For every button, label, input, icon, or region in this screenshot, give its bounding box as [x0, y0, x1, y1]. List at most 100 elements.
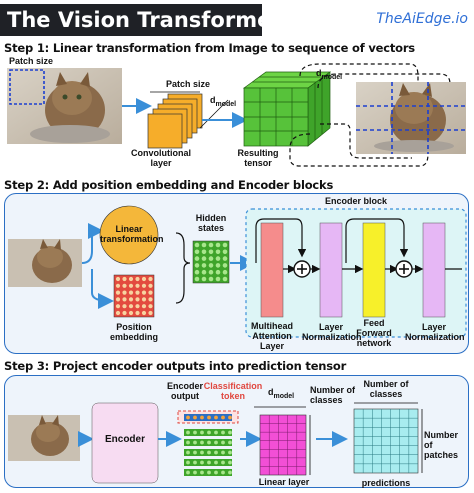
grid-dot — [128, 297, 134, 302]
grid-dot — [141, 310, 147, 316]
grid-dot — [128, 290, 134, 295]
grid-dot — [193, 470, 197, 475]
grid-dot — [122, 310, 127, 316]
grid-dot — [201, 242, 207, 248]
grid-dot — [122, 283, 127, 288]
grid-dot — [115, 276, 121, 282]
grid-dot — [200, 450, 204, 455]
grid-dot — [141, 283, 147, 288]
linear-layer-grid — [259, 414, 307, 476]
grid-dot — [228, 415, 232, 420]
grid-dot — [214, 430, 218, 435]
grid-dot — [186, 430, 190, 435]
d-model-label-3: dmodel — [268, 387, 295, 400]
grid-dot — [228, 470, 232, 475]
grid-dot — [208, 242, 214, 248]
grid-dot — [135, 290, 140, 295]
grid-dot — [115, 290, 121, 295]
grid-dot — [208, 249, 214, 255]
grid-dot — [208, 263, 214, 268]
patch-size-top-label: Patch size — [166, 79, 211, 89]
grid-dot — [222, 249, 228, 255]
grid-dot — [208, 256, 214, 261]
grid-dot — [194, 256, 200, 261]
grid-dot — [186, 460, 190, 465]
grid-dot — [193, 440, 197, 445]
grid-dot — [207, 440, 211, 445]
grid-dot — [115, 304, 121, 309]
encoder-box — [91, 402, 159, 484]
grid-dot — [141, 297, 147, 302]
grid-dot — [135, 310, 140, 316]
grid-dot — [186, 440, 190, 445]
hidden-states-grid — [192, 240, 230, 284]
grid-dot — [135, 297, 140, 302]
grid-dot — [122, 304, 127, 309]
grid-dot — [201, 249, 207, 255]
d-model-label: dmodel — [210, 95, 237, 108]
grid-dot — [201, 263, 207, 268]
grid-dot — [193, 450, 197, 455]
d-model-top-label: dmodel — [316, 68, 343, 81]
grid-dot — [222, 256, 228, 261]
cat-image-1 — [7, 68, 122, 144]
grid-dot — [221, 415, 225, 420]
grid-dot — [194, 276, 200, 282]
grid-dot — [186, 450, 190, 455]
grid-dot — [221, 450, 225, 455]
step3-heading: Step 3: Project encoder outputs into pre… — [4, 359, 347, 373]
brand-label: TheAiEdge.io — [376, 11, 468, 27]
grid-dot — [135, 304, 140, 309]
patch-grid — [356, 82, 466, 154]
linear-layer-label: Linear layer — [258, 477, 310, 487]
step1-diagram — [7, 63, 466, 167]
grid-dot — [194, 269, 200, 275]
resulting-tensor — [242, 71, 332, 147]
grid-dot — [186, 470, 190, 475]
step1-heading: Step 1: Linear transformation from Image… — [4, 41, 415, 55]
grid-dot — [200, 470, 204, 475]
grid-dot — [128, 310, 134, 316]
grid-dot — [222, 276, 228, 282]
grid-dot — [214, 440, 218, 445]
grid-dot — [228, 450, 232, 455]
grid-dot — [207, 470, 211, 475]
grid-dot — [115, 310, 121, 316]
conv-layer-stack — [147, 91, 229, 149]
grid-dot — [214, 450, 218, 455]
page-title: The Vision Transformer — [0, 4, 282, 36]
grid-dot — [201, 276, 207, 282]
step2-diagram — [8, 205, 467, 338]
predictions-grid — [353, 408, 419, 474]
grid-dot — [221, 440, 225, 445]
grid-dot — [200, 430, 204, 435]
grid-dot — [193, 430, 197, 435]
grid-dot — [228, 430, 232, 435]
grid-dot — [148, 283, 153, 288]
grid-dot — [141, 276, 147, 282]
grid-dot — [194, 263, 200, 268]
grid-dot — [222, 242, 228, 248]
grid-dot — [148, 290, 153, 295]
step3-diagram — [8, 402, 423, 484]
layer-norm-block-2 — [422, 222, 446, 318]
grid-dot — [148, 310, 153, 316]
grid-dot — [208, 276, 214, 282]
grid-dot — [207, 415, 211, 420]
cat-image-2 — [356, 82, 466, 154]
grid-dot — [141, 290, 147, 295]
add-icon-2 — [395, 260, 413, 278]
encoder-block-label: Encoder block — [324, 196, 387, 206]
grid-dot — [207, 450, 211, 455]
grid-dot — [194, 249, 200, 255]
